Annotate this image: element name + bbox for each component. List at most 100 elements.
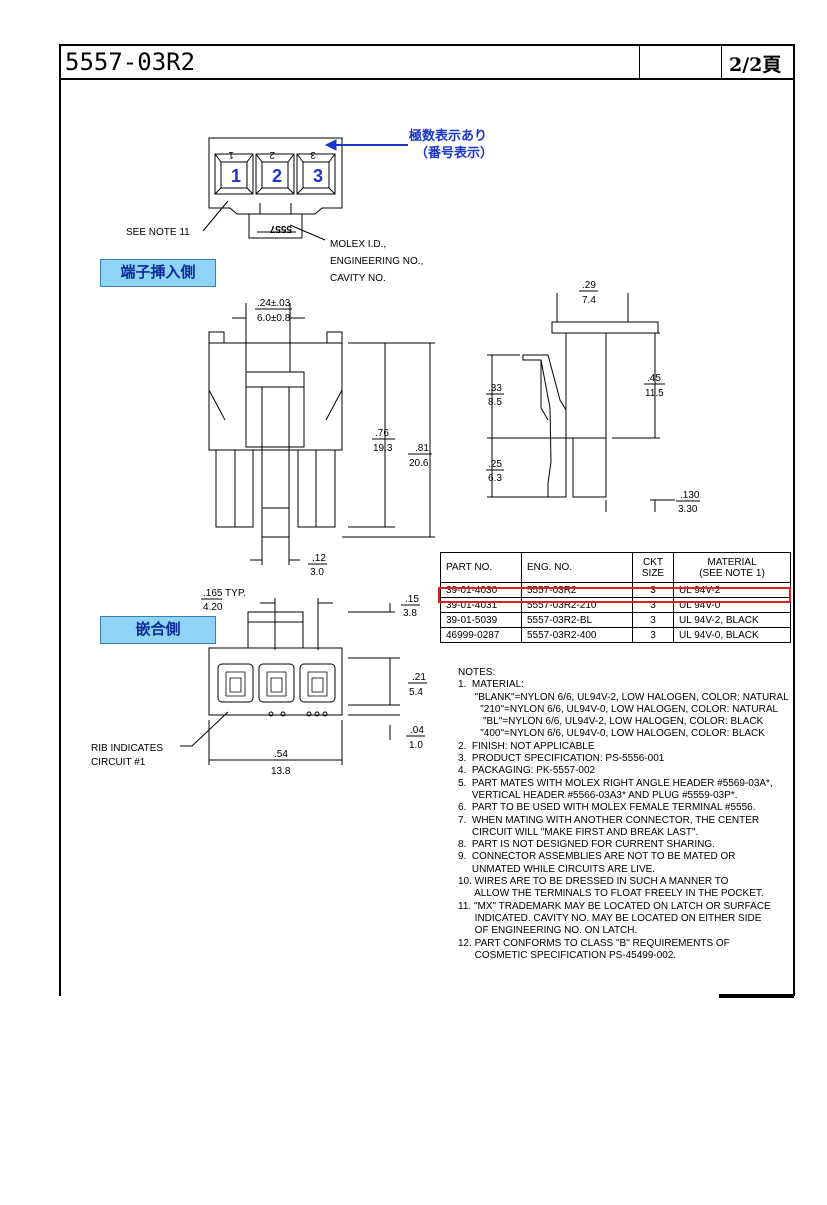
cavity-mark-1: 1: [228, 149, 234, 160]
note-line: 8. PART IS NOT DESIGNED FOR CURRENT SHAR…: [458, 839, 715, 851]
note-line: OF ENGINEERING NO. ON LATCH.: [458, 925, 638, 937]
note-line: "BLANK"=NYLON 6/6, UL94V-2, LOW HALOGEN,…: [458, 691, 789, 703]
dim-d7-inch: .45: [647, 373, 661, 384]
latch: [248, 213, 303, 239]
parts-table-header: PART NO. ENG. NO. CKT SIZE MATERIAL (SEE…: [440, 552, 791, 583]
cavity-1: [214, 153, 254, 195]
mating-view-drawing: [180, 598, 400, 765]
table-row: 46999-0287 5557-03R2-400 3 UL 94V-0, BLA…: [440, 627, 791, 643]
note-line: ALLOW THE TERMINALS TO FLOAT FREELY IN T…: [458, 888, 764, 900]
dim-d4-mm: 3.0: [310, 567, 324, 578]
dim-d12-inch: .21: [412, 672, 426, 683]
cavity-number-1: 1: [231, 166, 241, 186]
dim-d14-inch: .54: [274, 749, 288, 760]
col-material: MATERIAL (SEE NOTE 1): [673, 552, 791, 583]
dim-d11-inch: .15: [405, 594, 419, 605]
dim-d9-mm: 3.30: [678, 504, 698, 515]
cell-part-no: 46999-0287: [440, 627, 522, 643]
note-line: 3. PRODUCT SPECIFICATION: PS-5556-001: [458, 753, 665, 765]
note-line: 9. CONNECTOR ASSEMBLIES ARE NOT TO BE MA…: [458, 851, 736, 863]
dim-d6-mm: 8.5: [488, 397, 502, 408]
dim-d6-inch: .33: [488, 383, 502, 394]
cell-material: UL 94V-0, BLACK: [673, 627, 791, 643]
molex-id-label-1: MOLEX I.D.,: [330, 239, 386, 250]
arrow-head-icon: [324, 139, 337, 151]
note-line: 5. PART MATES WITH MOLEX RIGHT ANGLE HEA…: [458, 777, 773, 789]
cavity-3: [296, 153, 336, 195]
front-view-drawing: [208, 303, 435, 565]
drawing-title: 5557-03R2: [65, 48, 196, 76]
note-line: UNMATED WHILE CIRCUITS ARE LIVE.: [458, 863, 656, 875]
cell-ckt-size: 3: [632, 612, 674, 628]
col-ckt-size: CKT SIZE: [632, 552, 674, 583]
dim-d3-mm: 20.6: [409, 458, 429, 469]
dim-d11-mm: 3.8: [403, 608, 417, 619]
cell-eng-no: 5557-03R2-BL: [521, 612, 633, 628]
highlighted-row-box: [438, 587, 791, 603]
sheet-bottom-bar: [719, 994, 794, 998]
cavity-callout-line2: （番号表示）: [415, 146, 494, 161]
cell-part-no: 39-01-5039: [440, 612, 522, 628]
molex-id-label-3: CAVITY NO.: [330, 273, 386, 284]
dim-d9-inch: .130: [680, 490, 700, 501]
front-body-outline: [208, 342, 343, 451]
latch-center: [261, 386, 290, 538]
rib-label-1: RIB INDICATES: [91, 743, 163, 754]
table-row: 39-01-4030 5557-03R2 3 UL 94V-2: [440, 582, 791, 598]
note-line: 10. WIRES ARE TO BE DRESSED IN SUCH A MA…: [458, 876, 729, 888]
dim-d3-inch: .81: [415, 443, 429, 454]
dim-d5-inch: .29: [582, 280, 596, 291]
mating-side-badge: 嵌合側: [100, 616, 216, 644]
terminal-side-badge: 端子挿入側: [100, 259, 216, 287]
parts-table: PART NO. ENG. NO. CKT SIZE MATERIAL (SEE…: [440, 552, 791, 643]
dim-d13-inch: .04: [410, 725, 424, 736]
dim-d8-mm: 6.3: [488, 473, 502, 484]
note-line: 11. "MX" TRADEMARK MAY BE LOCATED ON LAT…: [458, 900, 771, 912]
cavity-number-2: 2: [272, 166, 282, 186]
note-line: 12. PART CONFORMS TO CLASS "B" REQUIREME…: [458, 937, 730, 949]
see-note-label: SEE NOTE 11: [126, 227, 190, 238]
dim-d10-inch: .165 TYP.: [203, 588, 246, 599]
cell-ckt-size: 3: [632, 627, 674, 643]
dim-d5-mm: 7.4: [582, 295, 596, 306]
molex-id-label-2: ENGINEERING NO.,: [330, 256, 423, 267]
title-empty-cell: [639, 46, 722, 78]
note-line: INDICATED. CAVITY NO. MAY BE LOCATED ON …: [458, 912, 762, 924]
col-part-no: PART NO.: [440, 552, 522, 583]
side-latch-outline: [522, 354, 567, 498]
cavity-mark-3: 3: [310, 149, 316, 160]
dim-d1-inch: .24±.03: [257, 298, 291, 309]
drawing-sheet: 5557-03R2 2/2頁: [59, 44, 795, 996]
title-block: 5557-03R2 2/2頁: [61, 46, 793, 80]
cell-eng-no: 5557-03R2-400: [521, 627, 633, 643]
note-line: VERTICAL HEADER #5566-03A3* AND PLUG #55…: [458, 789, 738, 801]
note-line: "210"=NYLON 6/6, UL94V-0, LOW HALOGEN, C…: [458, 703, 779, 715]
note-line: "400"=NYLON 6/6, UL94V-0, LOW HALOGEN, C…: [458, 728, 765, 740]
top-view-outline: [208, 137, 343, 215]
top-view-drawing: [202, 137, 343, 241]
side-view-drawing: [487, 293, 675, 512]
table-row: 39-01-5039 5557-03R2-BL 3 UL 94V-2, BLAC…: [440, 612, 791, 628]
dim-d13-mm: 1.0: [409, 740, 423, 751]
cavity-2: [255, 153, 295, 195]
note-line: 1. MATERIAL:: [458, 679, 524, 691]
dim-d10-mm: 4.20: [203, 602, 223, 613]
molex-id-leader: [289, 224, 326, 241]
col-eng-no: ENG. NO.: [521, 552, 633, 583]
rib-leader: [180, 711, 229, 747]
mating-body-outline: [208, 647, 343, 716]
title-page-cell: [721, 46, 794, 78]
dim-d7-mm: 11.5: [645, 388, 664, 399]
dim-d12-mm: 5.4: [409, 687, 423, 698]
rib-label-2: CIRCUIT #1: [91, 757, 146, 768]
dim-d2-mm: 19.3: [373, 443, 393, 454]
see-note-leader: [202, 200, 229, 232]
cavity-number-3: 3: [313, 166, 323, 186]
cavity-mark-2: 2: [269, 149, 275, 160]
dim-d4-inch: .12: [312, 553, 326, 564]
latch-marking: 5557: [269, 223, 292, 234]
page-number: 2/2頁: [729, 54, 782, 76]
dim-d1-mm: 6.0±0.8: [257, 313, 291, 324]
notes-block: NOTES: 1. MATERIAL: "BLANK"=NYLON 6/6, U…: [458, 667, 798, 962]
